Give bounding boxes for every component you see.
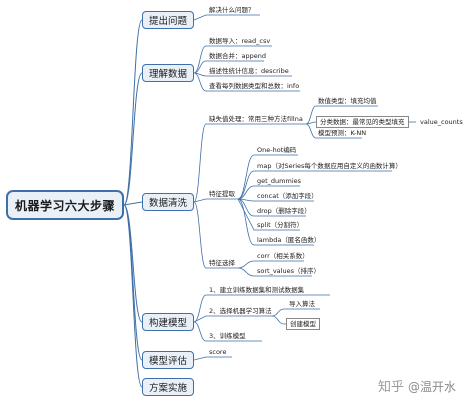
algo-item-boxed: 创建模型 (286, 318, 320, 330)
category-deploy: 方案实施 (142, 378, 194, 396)
category-evaluate: 模型评估 (142, 351, 194, 369)
feature-extract-node: 特征提取 (209, 190, 235, 198)
extract-item: split（分割符） (257, 221, 304, 229)
model-item: 1、建立训练数据集和测试数据集 (209, 286, 305, 294)
connector-root-question (123, 19, 143, 206)
understand-item: 数据导入：read_csv (209, 37, 271, 45)
connector-root-deploy (123, 204, 143, 388)
model-item: 2、选择机器学习算法 (209, 307, 272, 315)
connector-root-evaluate (123, 204, 143, 361)
evaluate-item: score (209, 348, 227, 356)
understand-item: 查看每列数据类型和总数：info (209, 82, 300, 90)
watermark-brand: 知乎 (378, 380, 405, 395)
understand-item: 数据合并：append (209, 52, 266, 60)
category-model: 构建模型 (142, 313, 194, 331)
missing-value-node: 缺失值处理：常用三种方法fillna (209, 115, 303, 123)
missing-item: 数值类型：填充均值 (318, 97, 377, 105)
select-item: corr（相关系数） (257, 252, 309, 260)
category-understand: 理解数据 (142, 64, 194, 82)
value-counts-node: value_counts (420, 118, 463, 126)
question-item: 解决什么问题？ (209, 6, 255, 14)
extract-item: map（对Series每个数据应用自定义的函数计算） (257, 162, 402, 170)
missing-item-boxed: 分类数据：最常见的类型填充 (316, 116, 409, 128)
extract-item: concat（添加字段） (257, 192, 318, 200)
select-item: sort_values（排序） (257, 267, 320, 275)
feature-select-node: 特征选择 (209, 259, 235, 267)
root-node: 机器学习六大步骤 (6, 190, 124, 220)
missing-item: 模型预测：K-NN (318, 129, 367, 137)
watermark-author: @温开水 (408, 380, 457, 394)
model-item: 3、训练模型 (209, 332, 246, 340)
category-question: 提出问题 (142, 11, 194, 29)
watermark: 知乎@温开水 (378, 376, 456, 395)
understand-item: 描述性统计信息：describe (209, 67, 289, 75)
extract-item: One-hot编码 (257, 146, 297, 154)
connector-root-understand (123, 72, 143, 206)
extract-item: drop（删除字段） (257, 207, 311, 215)
connector-root-clean (123, 201, 143, 206)
category-clean: 数据清洗 (142, 193, 194, 211)
extract-item: get_dummies (257, 177, 302, 185)
algo-item: 导入算法 (289, 300, 315, 308)
extract-item: lambda（匿名函数） (257, 236, 321, 244)
